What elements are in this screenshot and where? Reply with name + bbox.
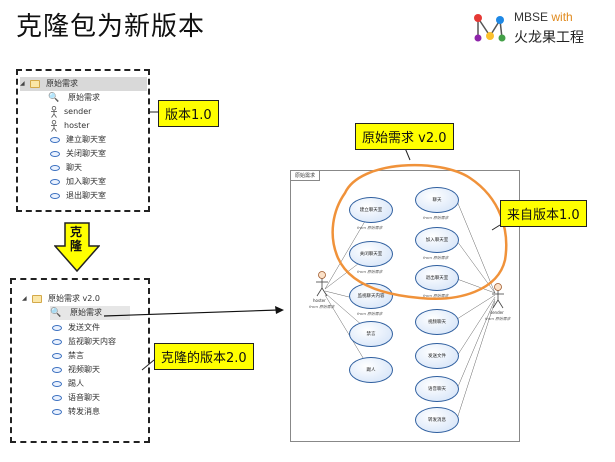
tree-item-label: 转发消息 xyxy=(68,407,100,416)
usecase-note: from 原始需求 xyxy=(423,215,449,220)
tree-item-label: sender xyxy=(64,107,92,116)
usecase-icon xyxy=(50,151,60,157)
actor-label: sender xyxy=(490,310,504,315)
usecase-icon xyxy=(52,353,62,359)
callout-version-1: 版本1.0 xyxy=(158,100,219,127)
usecase-icon xyxy=(52,381,62,387)
expand-triangle-icon[interactable]: ◢ xyxy=(20,80,25,87)
usecase-note: from 原始需求 xyxy=(423,293,449,298)
clone-arrow-icon xyxy=(54,222,100,272)
tree-item[interactable]: 视频聊天 xyxy=(52,363,100,377)
logo-org: 火龙果工程 xyxy=(514,30,584,46)
tree-item-label: hoster xyxy=(64,121,90,130)
tree-item[interactable]: 建立聊天室 xyxy=(50,133,106,147)
usecase[interactable]: 关闭聊天室 xyxy=(349,241,393,267)
usecase[interactable]: 转发消息 xyxy=(415,407,459,433)
usecase-icon xyxy=(52,339,62,345)
actor-label: hoster xyxy=(313,298,326,303)
logo: MBSE with 火龙果工程 xyxy=(470,8,610,48)
usecase-icon xyxy=(52,409,62,415)
tree-item[interactable]: 关闭聊天室 xyxy=(50,147,106,161)
actor-note: from 原始需求 xyxy=(309,304,335,309)
tree-item[interactable]: 聊天 xyxy=(50,161,82,175)
tree-item-label: 建立聊天室 xyxy=(66,135,106,144)
tree-item[interactable]: 禁言 xyxy=(52,349,84,363)
tree-item-label: 退出聊天室 xyxy=(66,191,106,200)
usecase-icon xyxy=(52,325,62,331)
tree-item-label: 禁言 xyxy=(68,351,84,360)
usecase-note: from 原始需求 xyxy=(357,225,383,230)
logo-brand: MBSE with xyxy=(514,10,573,24)
usecase-icon xyxy=(50,165,60,171)
callout-from-v1: 来自版本1.0 xyxy=(500,200,587,227)
tree-item-label: 原始需求 xyxy=(70,308,102,317)
usecase-icon xyxy=(50,179,60,185)
usecase[interactable]: 发送文件 xyxy=(415,343,459,369)
usecase-diagram[interactable]: 原始需求 hoster from 原始需求 xyxy=(290,170,520,442)
actor-icon xyxy=(51,120,57,132)
tree-item[interactable]: 转发消息 xyxy=(52,405,100,419)
tree-v2-box xyxy=(10,278,150,443)
expand-triangle-icon[interactable]: ◢ xyxy=(22,295,27,302)
tree-item[interactable]: 踢人 xyxy=(52,377,84,391)
usecase[interactable]: 视频聊天 xyxy=(415,309,459,335)
connector-arrowhead-icon xyxy=(275,306,284,314)
usecase[interactable]: 语音聊天 xyxy=(415,376,459,402)
usecase[interactable]: 建立聊天室 xyxy=(349,197,393,223)
tree-item[interactable]: sender xyxy=(50,105,91,119)
actor-icon xyxy=(51,106,57,118)
callout-original-v2: 原始需求 v2.0 xyxy=(355,123,454,150)
clone-arrow-label: 克隆 xyxy=(69,225,82,253)
tree-item[interactable]: 退出聊天室 xyxy=(50,189,106,203)
usecase[interactable]: 聊天 xyxy=(415,187,459,213)
usecase[interactable]: 退出聊天室 xyxy=(415,265,459,291)
diagram-tab[interactable]: 原始需求 xyxy=(291,171,321,181)
actor-note: from 原始需求 xyxy=(485,316,511,321)
usecase-icon xyxy=(50,193,60,199)
tree-item[interactable]: 语音聊天 xyxy=(52,391,100,405)
package-diagram-icon: 🔍 xyxy=(48,93,59,103)
tree-item[interactable]: hoster xyxy=(50,119,89,133)
usecase[interactable]: 加入聊天室 xyxy=(415,227,459,253)
slide-title: 克隆包为新版本 xyxy=(16,12,206,42)
tree-v1-box xyxy=(16,69,150,212)
usecase[interactable]: 禁言 xyxy=(349,321,393,347)
tree-item-selected[interactable]: 🔍 原始需求 xyxy=(50,306,130,320)
tree-v1-root-label: 原始需求 xyxy=(46,79,78,88)
actor-icon[interactable] xyxy=(491,283,505,309)
package-diagram-icon: 🔍 xyxy=(50,308,61,318)
tree-item-label: 监视聊天内容 xyxy=(68,337,116,346)
tree-item-label: 原始需求 xyxy=(68,93,100,102)
tree-item[interactable]: 🔍 原始需求 xyxy=(48,91,100,105)
package-folder-icon xyxy=(30,80,40,88)
logo-network-icon xyxy=(474,14,506,42)
usecase-note: from 原始需求 xyxy=(423,255,449,260)
tree-item-label: 发送文件 xyxy=(68,323,100,332)
tree-v2-root[interactable]: ◢ 原始需求 v2.0 xyxy=(22,292,100,306)
usecase-note: from 原始需求 xyxy=(357,269,383,274)
tree-item-label: 加入聊天室 xyxy=(66,177,106,186)
tree-item[interactable]: 发送文件 xyxy=(52,321,100,335)
tree-item-label: 语音聊天 xyxy=(68,393,100,402)
usecase-icon xyxy=(52,367,62,373)
package-folder-icon xyxy=(32,295,42,303)
usecase[interactable]: 监视聊天内容 xyxy=(349,283,393,309)
usecase-icon xyxy=(52,395,62,401)
usecase-note: from 原始需求 xyxy=(357,311,383,316)
tree-v2-root-label: 原始需求 v2.0 xyxy=(48,294,100,303)
actor-icon[interactable] xyxy=(315,271,329,297)
tree-item[interactable]: 加入聊天室 xyxy=(50,175,106,189)
tree-item[interactable]: 监视聊天内容 xyxy=(52,335,116,349)
tree-item-label: 踢人 xyxy=(68,379,84,388)
tree-item-label: 视频聊天 xyxy=(68,365,100,374)
tree-item-label: 聊天 xyxy=(66,163,82,172)
usecase-icon xyxy=(50,137,60,143)
tree-v1-root[interactable]: ◢ 原始需求 xyxy=(20,77,147,91)
callout-cloned-version-2: 克隆的版本2.0 xyxy=(154,343,254,370)
tree-item-label: 关闭聊天室 xyxy=(66,149,106,158)
usecase[interactable]: 踢人 xyxy=(349,357,393,383)
